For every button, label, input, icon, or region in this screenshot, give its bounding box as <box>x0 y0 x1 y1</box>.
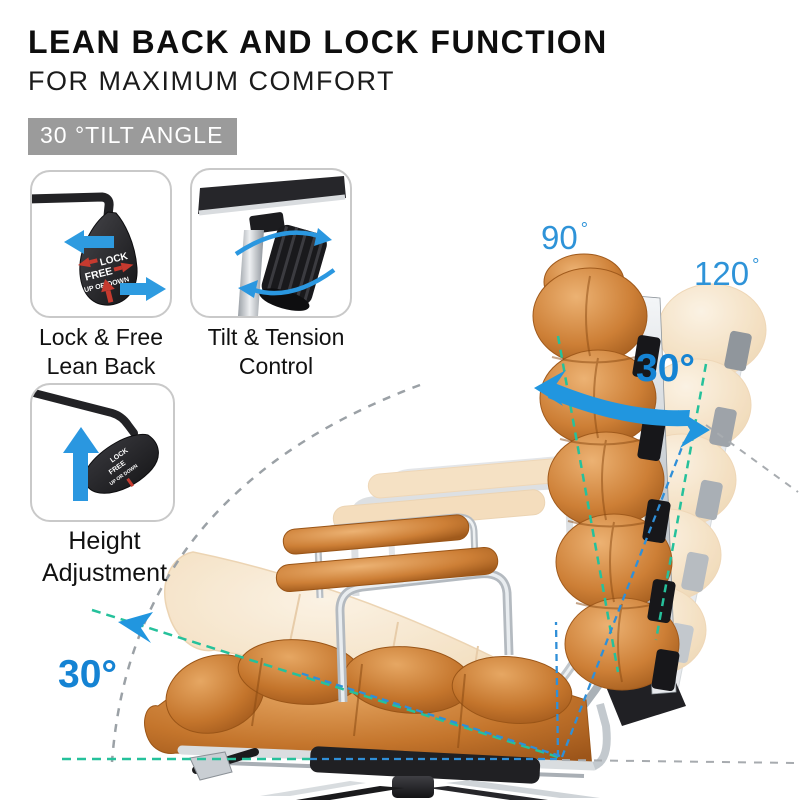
tilt-arrows <box>118 370 710 643</box>
feature-card-lean-back: LOCK FREE UP OR DOWN <box>30 170 172 318</box>
back-tilt-arrow <box>548 382 690 427</box>
feature-card-height: LOCK FREE UP OR DOWN <box>30 383 175 522</box>
angle-label-120: 120° <box>694 255 760 292</box>
seat-tilt-arrowhead <box>118 612 153 643</box>
base-mechanism <box>260 746 600 800</box>
tension-knob-icon <box>198 176 346 316</box>
angle-label-seat-tilt-30: 30° <box>58 653 117 696</box>
blue-up-arrow-icon <box>63 427 99 501</box>
blue-left-arrow-icon <box>82 236 114 248</box>
solid-chair <box>144 253 686 800</box>
recline-lever-icon: LOCK FREE UP OR DOWN <box>32 192 166 306</box>
feature-card-tilt-tension <box>190 168 352 318</box>
rotation-arrows-icon <box>234 230 336 296</box>
angle-label-90: 90° <box>541 219 588 256</box>
height-lever-icon: LOCK FREE UP OR DOWN <box>32 389 159 501</box>
reclined-back-axis-dashed <box>654 363 708 641</box>
blue-right-arrow-icon <box>120 283 148 295</box>
backrest-cushions <box>532 253 680 691</box>
page-title: LEAN BACK AND LOCK FUNCTION <box>28 24 608 60</box>
tilt-angle-badge: 30 °TILT ANGLE <box>28 118 238 155</box>
blue-arrows <box>64 230 166 301</box>
near-armrest-pad <box>275 546 499 593</box>
page-subtitle: FOR MAXIMUM COMFORT <box>28 66 395 96</box>
tilt-arc-dashed <box>110 383 421 763</box>
angle-label-back-tilt-30: 30° <box>636 347 695 390</box>
floor-line-dashed <box>561 759 799 764</box>
far-armrest-pad <box>282 514 470 555</box>
rail-brackets <box>632 335 680 692</box>
seat-tilt-plane-dashed <box>91 608 559 759</box>
